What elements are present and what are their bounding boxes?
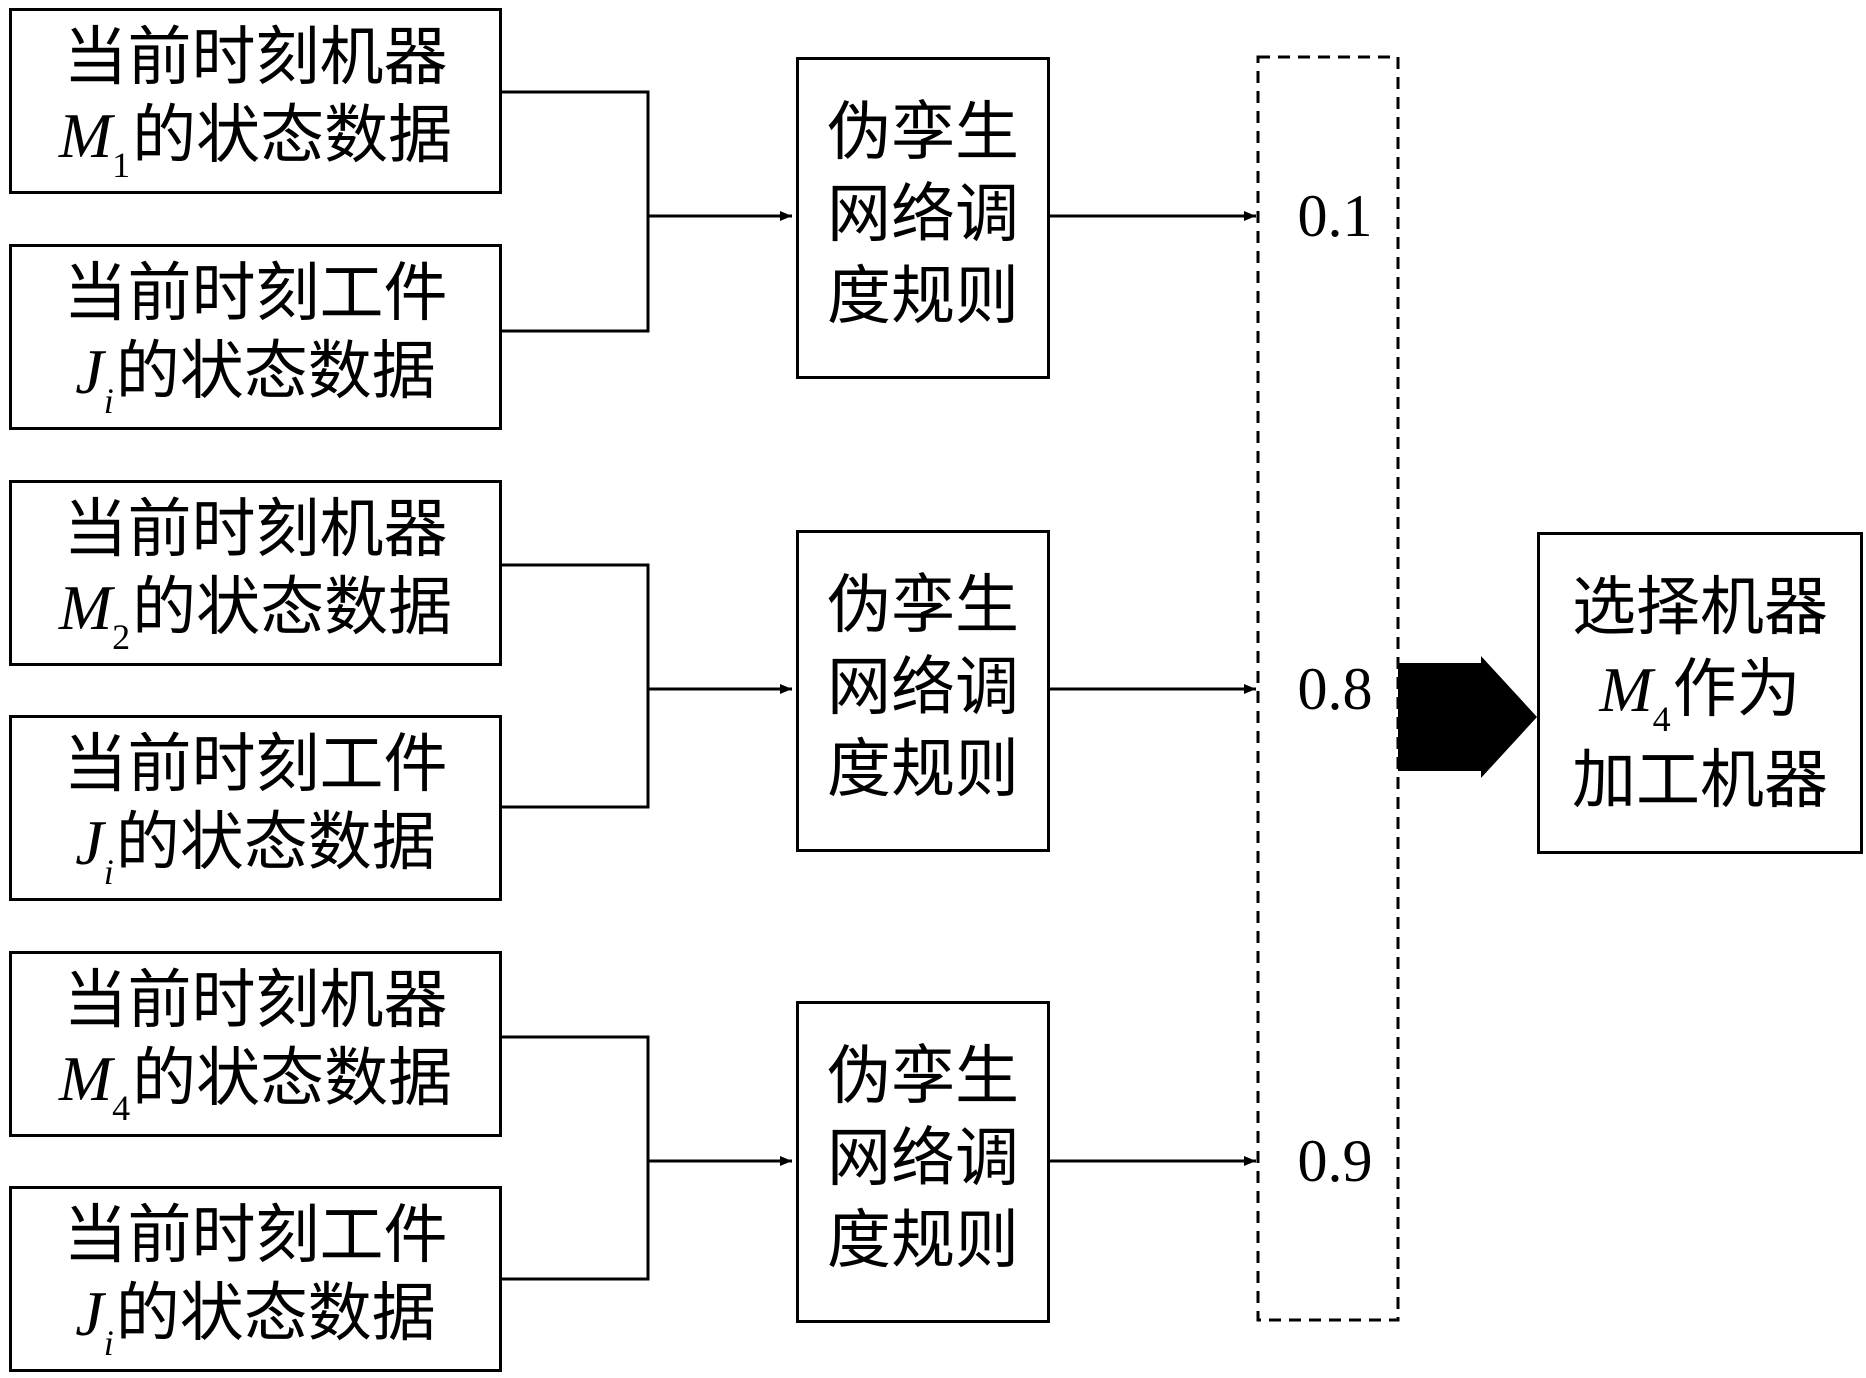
output-machine-subscript: 4 — [1652, 699, 1671, 739]
job-symbol: J — [75, 336, 104, 407]
group-1-connectors — [502, 90, 1256, 333]
output-machine-symbol: M — [1599, 654, 1653, 725]
job-symbol: J — [75, 1278, 104, 1349]
rule-line: 伪孪生 — [827, 569, 1019, 643]
machine-state-line2: M4的状态数据 — [12, 1040, 499, 1128]
machine-subscript: 2 — [112, 617, 131, 657]
machine-state-line1: 当前时刻机器 — [63, 21, 448, 95]
rule-line: 伪孪生 — [827, 96, 1019, 170]
job-state-box-2: 当前时刻工件 Ji的状态数据 — [9, 715, 502, 901]
machine-state-line2: M1的状态数据 — [12, 97, 499, 185]
rule-line: 网络调 — [827, 651, 1019, 725]
score-value-1: 0.1 — [1297, 183, 1373, 249]
rule-line: 度规则 — [827, 1204, 1019, 1278]
machine-state-line1: 当前时刻机器 — [63, 493, 448, 567]
score-value-3: 0.9 — [1297, 1128, 1373, 1194]
output-line2: M4作为 — [1540, 649, 1860, 740]
machine-state-box-1: 当前时刻机器 M1的状态数据 — [9, 8, 502, 194]
job-subscript: i — [103, 852, 114, 892]
output-box: 选择机器 M4作为 加工机器 — [1537, 532, 1863, 854]
job-subscript: i — [103, 1323, 114, 1363]
rule-line: 伪孪生 — [827, 1040, 1019, 1114]
group-2-connectors — [502, 563, 1256, 809]
machine-subscript: 4 — [112, 1088, 131, 1128]
rule-line: 度规则 — [827, 260, 1019, 334]
output-line2-suffix: 作为 — [1672, 653, 1801, 727]
rule-line: 度规则 — [827, 733, 1019, 807]
machine-symbol: M — [58, 100, 113, 171]
machine-state-suffix: 的状态数据 — [132, 99, 453, 173]
machine-state-line1: 当前时刻机器 — [63, 964, 448, 1038]
rule-line: 网络调 — [827, 1122, 1019, 1196]
job-state-line2: Ji的状态数据 — [12, 1275, 499, 1363]
output-line1: 选择机器 — [1572, 571, 1828, 645]
rule-box-3: 伪孪生 网络调 度规则 — [796, 1001, 1050, 1323]
job-state-box-1: 当前时刻工件 Ji的状态数据 — [9, 244, 502, 430]
job-state-line2: Ji的状态数据 — [12, 333, 499, 421]
output-line3: 加工机器 — [1572, 744, 1828, 818]
machine-symbol: M — [58, 1043, 113, 1114]
job-state-suffix: 的状态数据 — [115, 335, 436, 409]
rule-line: 网络调 — [827, 178, 1019, 252]
machine-state-suffix: 的状态数据 — [132, 1042, 453, 1116]
job-state-box-3: 当前时刻工件 Ji的状态数据 — [9, 1186, 502, 1372]
selection-arrow — [1398, 656, 1537, 778]
rule-box-1: 伪孪生 网络调 度规则 — [796, 57, 1050, 379]
machine-state-box-3: 当前时刻机器 M4的状态数据 — [9, 951, 502, 1137]
machine-subscript: 1 — [112, 145, 131, 185]
job-state-line1: 当前时刻工件 — [63, 728, 448, 802]
job-symbol: J — [75, 807, 104, 878]
job-subscript: i — [103, 381, 114, 421]
job-state-suffix: 的状态数据 — [115, 806, 436, 880]
rule-box-2: 伪孪生 网络调 度规则 — [796, 530, 1050, 852]
job-state-line1: 当前时刻工件 — [63, 257, 448, 331]
score-value-2: 0.8 — [1297, 656, 1373, 722]
group-3-connectors — [502, 1035, 1256, 1281]
machine-symbol: M — [58, 572, 113, 643]
job-state-line1: 当前时刻工件 — [63, 1199, 448, 1273]
machine-state-box-2: 当前时刻机器 M2的状态数据 — [9, 480, 502, 666]
machine-state-line2: M2的状态数据 — [12, 569, 499, 657]
job-state-suffix: 的状态数据 — [115, 1277, 436, 1351]
job-state-line2: Ji的状态数据 — [12, 804, 499, 892]
machine-state-suffix: 的状态数据 — [132, 571, 453, 645]
